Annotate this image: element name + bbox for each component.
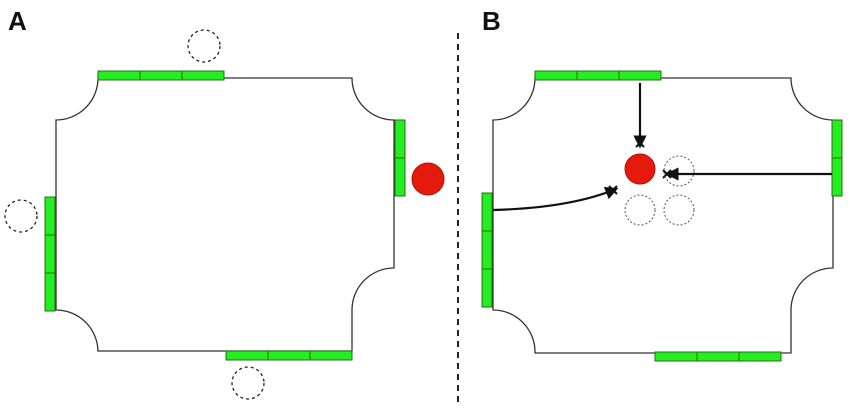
emitter-bar-b-bottom bbox=[654, 351, 782, 362]
panel-a bbox=[4, 29, 445, 400]
ghost-ball-a-left bbox=[4, 199, 38, 233]
panel-b bbox=[481, 70, 843, 362]
trajectory-from-left bbox=[492, 186, 619, 212]
ghost-ball-b-lower-right bbox=[663, 194, 695, 226]
red-ball-b bbox=[624, 153, 656, 185]
emitter-bar-a-right bbox=[394, 119, 406, 197]
arena-outline-a bbox=[55, 77, 395, 352]
ghost-ball-a-bottom bbox=[231, 366, 265, 400]
emitter-bar-b-top bbox=[534, 70, 662, 81]
cross-mark-left bbox=[608, 185, 618, 195]
cross-mark-right bbox=[662, 169, 672, 179]
red-ball-a bbox=[411, 162, 445, 196]
cross-mark-top bbox=[635, 138, 645, 148]
ghost-ball-b-lower-left bbox=[624, 194, 656, 226]
emitter-bar-a-bottom bbox=[225, 350, 353, 361]
arena-outline-b bbox=[492, 77, 834, 354]
ghost-ball-a-top bbox=[187, 29, 221, 63]
emitter-bar-b-right bbox=[831, 119, 843, 197]
ghost-ball-b-right bbox=[663, 155, 695, 187]
panel-label-a: A bbox=[8, 6, 27, 36]
emitter-bar-a-left bbox=[44, 196, 56, 312]
panel-label-b: B bbox=[482, 6, 501, 36]
emitter-bar-a-top bbox=[97, 70, 225, 81]
emitter-bar-b-left bbox=[481, 192, 493, 308]
